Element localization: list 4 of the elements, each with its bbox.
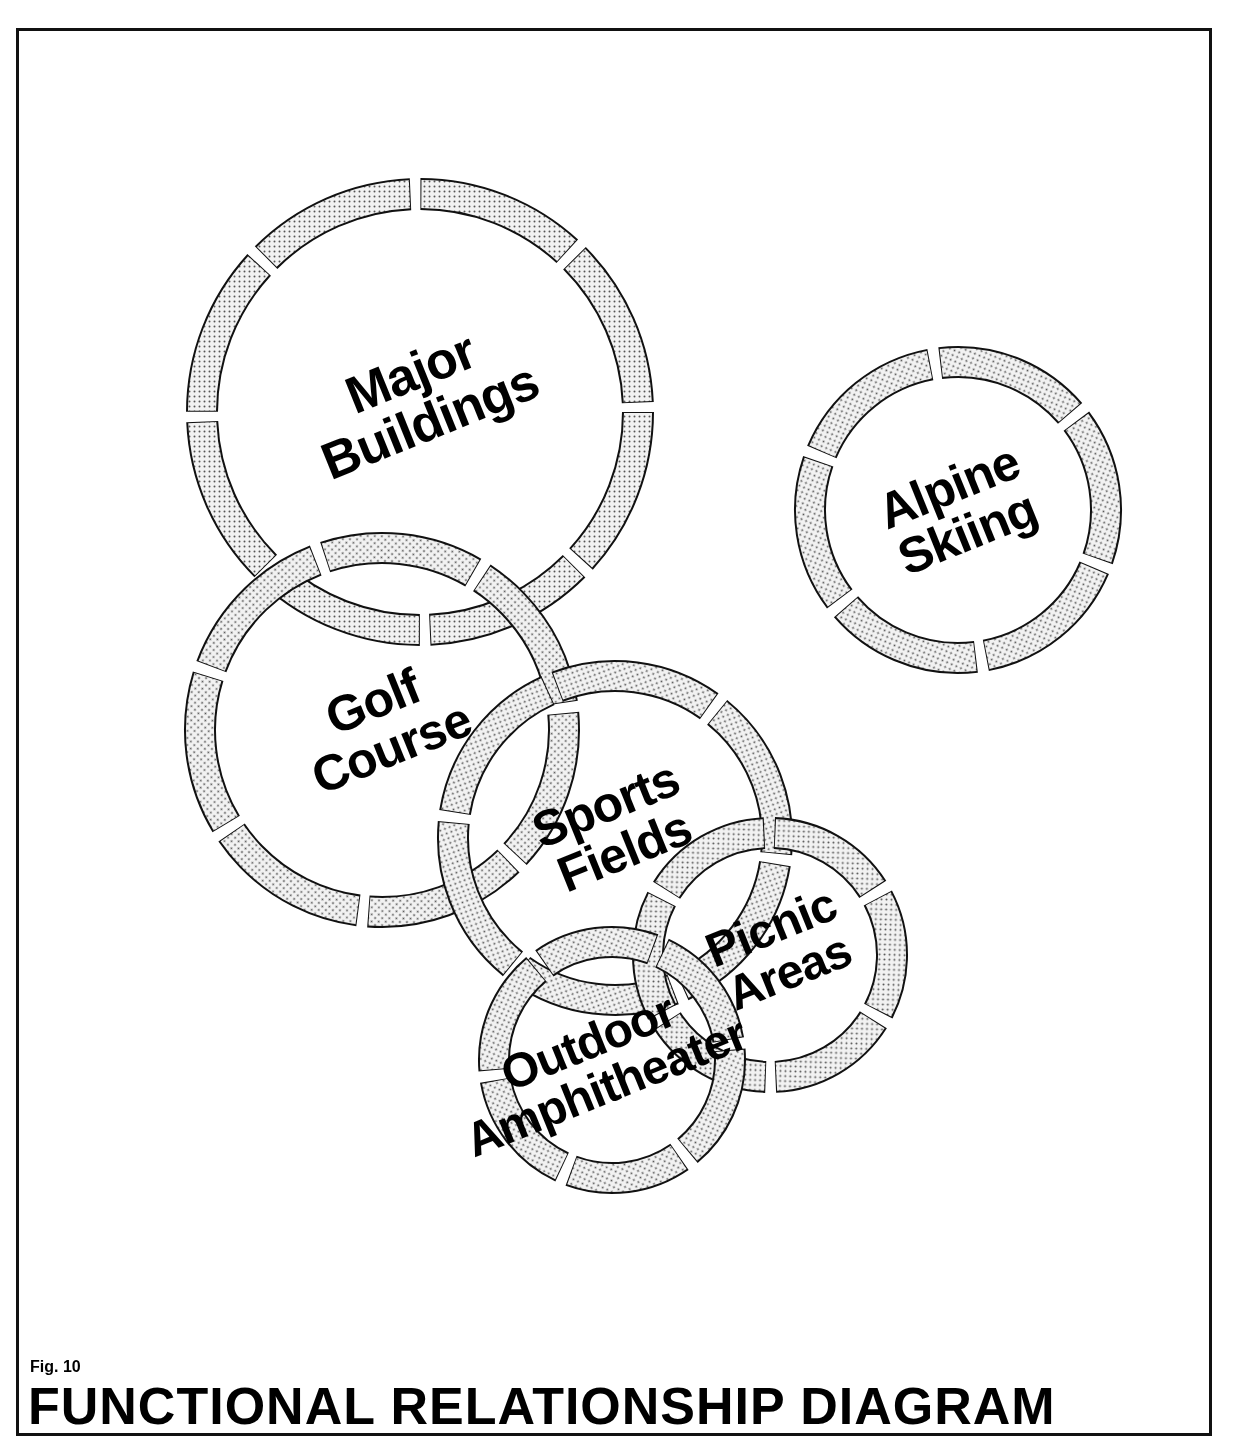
ring-label: Golf Course [302,656,480,808]
ring-label: Alpine Skiing [869,432,1046,589]
figure-number: Fig. 10 [30,1358,81,1376]
diagram-title: FUNCTIONAL RELATIONSHIP DIAGRAM [28,1376,1056,1436]
